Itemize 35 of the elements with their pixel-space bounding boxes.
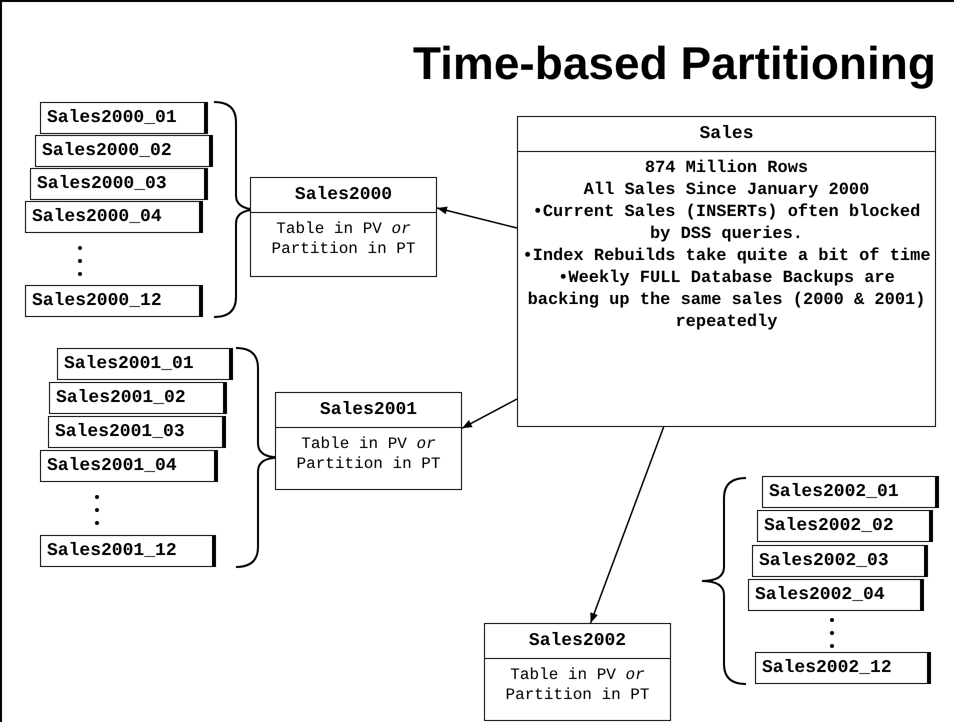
description-text: 874 Million Rows (644, 158, 810, 180)
table-card (250, 177, 437, 277)
table-box: Sales2000_04 (25, 201, 200, 233)
description-text: •Weekly FULL Database Backups are backing up the same sales (2000 & 2001) repeatedly (526, 268, 926, 334)
table-name: Sales2001 (318, 399, 418, 422)
description-text: Table in PV or Partition in PT (504, 665, 651, 705)
table-box: Sales2002_02 (757, 510, 930, 542)
description-text: •Current Sales (INSERTs) often blocked by DSS queries. (532, 202, 922, 246)
table-card (517, 116, 936, 427)
description-text: All Sales Since January 2000 (582, 180, 870, 202)
table-box: Sales2002_04 (748, 579, 921, 611)
slide-title: Time-based Partitioning (412, 36, 936, 90)
table-card (275, 392, 462, 490)
table-box: Sales2001_04 (40, 450, 215, 482)
table-box: Sales2000_01 (40, 102, 205, 134)
table-box: Sales2002_03 (752, 545, 925, 577)
table-name: Sales2002 (528, 630, 628, 653)
table-box: Sales2001_03 (48, 416, 223, 448)
table-box: Sales2001_01 (57, 348, 230, 380)
description-text: Table in PV or Partition in PT (270, 219, 417, 259)
table-name: Sales2000 (294, 184, 394, 207)
table-box: Sales2001_02 (49, 382, 224, 414)
arrow (462, 398, 518, 429)
table-box: Sales2002_01 (762, 476, 936, 508)
arrow (590, 426, 664, 624)
description-text: •Index Rebuilds take quite a bit of time (521, 246, 932, 268)
table-box: Sales2002_12 (755, 652, 928, 684)
table-box: Sales2000_02 (35, 135, 210, 167)
table-box: Sales2000_03 (30, 168, 205, 200)
table-box: Sales2001_12 (40, 535, 213, 567)
description-text: Table in PV or Partition in PT (295, 434, 442, 474)
table-box: Sales2000_12 (25, 285, 200, 317)
arrow (436, 206, 518, 229)
table-name: Sales (698, 123, 754, 146)
table-card (484, 623, 671, 721)
